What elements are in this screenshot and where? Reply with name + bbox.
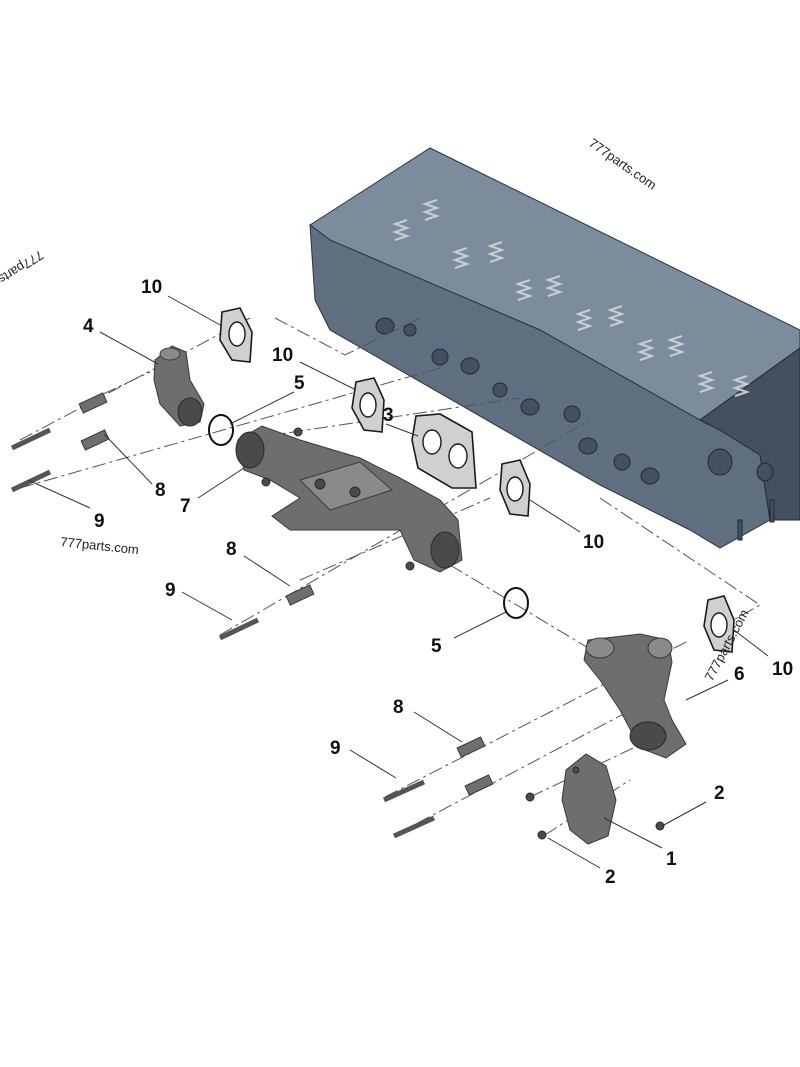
callout-9-lower: 9 — [330, 738, 341, 759]
valve-springs — [391, 199, 751, 397]
callout-5-upper: 5 — [294, 373, 305, 394]
callout-10-lower: 10 — [772, 659, 793, 680]
screw-2-c — [655, 821, 665, 831]
gasket-10-middle — [351, 377, 385, 433]
cover-1 — [561, 753, 617, 845]
callout-1: 1 — [666, 849, 677, 870]
watermark-top-right: 777parts.com — [586, 135, 659, 192]
callout-7: 7 — [180, 496, 191, 517]
callout-9-left: 9 — [94, 511, 105, 532]
water-manifold-7 — [235, 425, 463, 573]
watermark-center-left: 777parts.com — [60, 534, 140, 557]
callout-8-left: 8 — [155, 480, 166, 501]
leader-lines — [27, 295, 769, 869]
outlet-housing-6 — [583, 633, 687, 759]
gasket-10-lower — [703, 595, 735, 653]
callout-4: 4 — [83, 316, 94, 337]
watermark-left-edge: 777parts.com — [0, 247, 46, 301]
o-ring-5-upper — [208, 414, 234, 446]
callout-8-center: 8 — [226, 539, 237, 560]
bolts-9 — [10, 427, 436, 839]
callout-9-center: 9 — [165, 580, 176, 601]
elbow-4 — [153, 345, 205, 427]
callout-2-lower: 2 — [605, 867, 616, 888]
o-ring-5-lower — [503, 587, 529, 619]
callout-3: 3 — [383, 405, 394, 426]
callout-10-right: 10 — [583, 532, 604, 553]
gasket-10-right — [499, 459, 531, 517]
gasket-3-double — [411, 413, 477, 489]
gasket-10-upper — [219, 307, 253, 363]
sleeves-8 — [78, 392, 494, 796]
callout-5-lower: 5 — [431, 636, 442, 657]
head-studs — [737, 499, 775, 541]
cylinder-head — [309, 147, 800, 549]
screw-2-a — [525, 792, 535, 802]
cylinder-head-ports — [375, 317, 774, 485]
screw-2-b — [537, 830, 547, 840]
callout-2-upper: 2 — [714, 783, 725, 804]
callout-8-lower: 8 — [393, 697, 404, 718]
callout-labels: 10 4 10 5 3 7 8 9 8 9 10 5 10 6 8 9 2 1 … — [83, 277, 793, 888]
callout-6: 6 — [734, 664, 745, 685]
callout-10-middle: 10 — [272, 345, 293, 366]
callout-10-upper: 10 — [141, 277, 162, 298]
